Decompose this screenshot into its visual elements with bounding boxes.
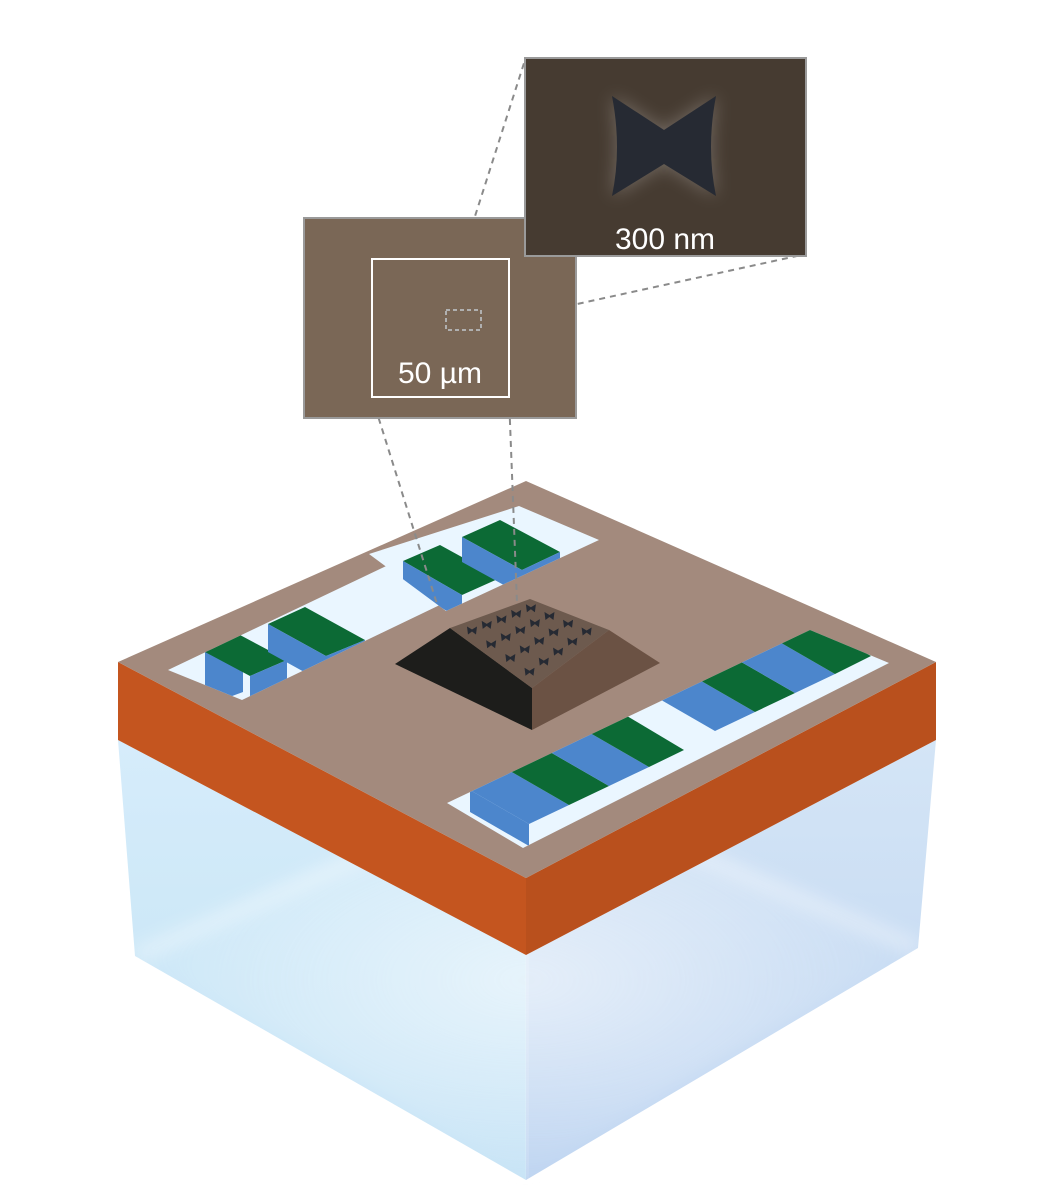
scale-label-50um: 50 µm — [398, 357, 482, 390]
stripe-blue — [550, 733, 649, 786]
stripe-blue — [470, 771, 569, 824]
antenna-array-pad — [395, 599, 660, 730]
zoom-region-marker — [445, 309, 482, 331]
array-bowtie-antenna — [548, 628, 559, 637]
orange-layer — [118, 662, 936, 955]
array-bowtie-antenna — [567, 637, 578, 646]
stripe-green — [268, 607, 365, 656]
stripe-blue — [470, 790, 529, 846]
array-bowtie-antenna — [534, 636, 545, 645]
array-bowtie-antenna — [511, 609, 522, 618]
array-bowtie-antenna — [553, 647, 564, 656]
array-bowtie-antenna — [538, 657, 549, 666]
pad-front-face — [395, 628, 532, 730]
array-bowtie-antenna — [515, 626, 526, 635]
array-bowtie-antenna — [486, 640, 497, 649]
pad-right-face — [532, 630, 660, 730]
scale-label-300nm: 300 nm — [615, 223, 715, 256]
bowtie-antenna-array — [466, 604, 592, 676]
array-bowtie-antenna — [481, 620, 492, 629]
array-bowtie-antenna — [563, 619, 574, 628]
array-bowtie-antenna — [525, 604, 536, 613]
orange-layer-right — [526, 662, 936, 955]
array-bowtie-antenna — [505, 653, 516, 662]
stripe-green — [205, 635, 287, 676]
pad-top-face — [450, 599, 609, 688]
array-bowtie-antenna — [529, 619, 540, 628]
array-bowtie-antenna — [524, 667, 535, 676]
bowtie-antenna — [612, 96, 716, 196]
array-bowtie-antenna — [496, 615, 507, 624]
stripe-green — [776, 630, 871, 674]
array-bowtie-antenna — [544, 612, 555, 621]
array-bowtie-antenna — [466, 626, 477, 635]
array-bowtie-antenna — [581, 627, 592, 636]
stripe-blue — [462, 537, 522, 595]
inset-small: 300 nm — [524, 57, 807, 257]
stripe-green — [590, 716, 684, 767]
stripe-green — [462, 520, 560, 570]
array-bowtie-antenna — [500, 633, 511, 642]
stripe-green — [403, 545, 500, 595]
array-bowtie-antenna — [519, 645, 530, 654]
orange-layer-front — [118, 662, 526, 955]
stripe-green — [510, 752, 609, 805]
inset-large-frame — [371, 258, 510, 398]
